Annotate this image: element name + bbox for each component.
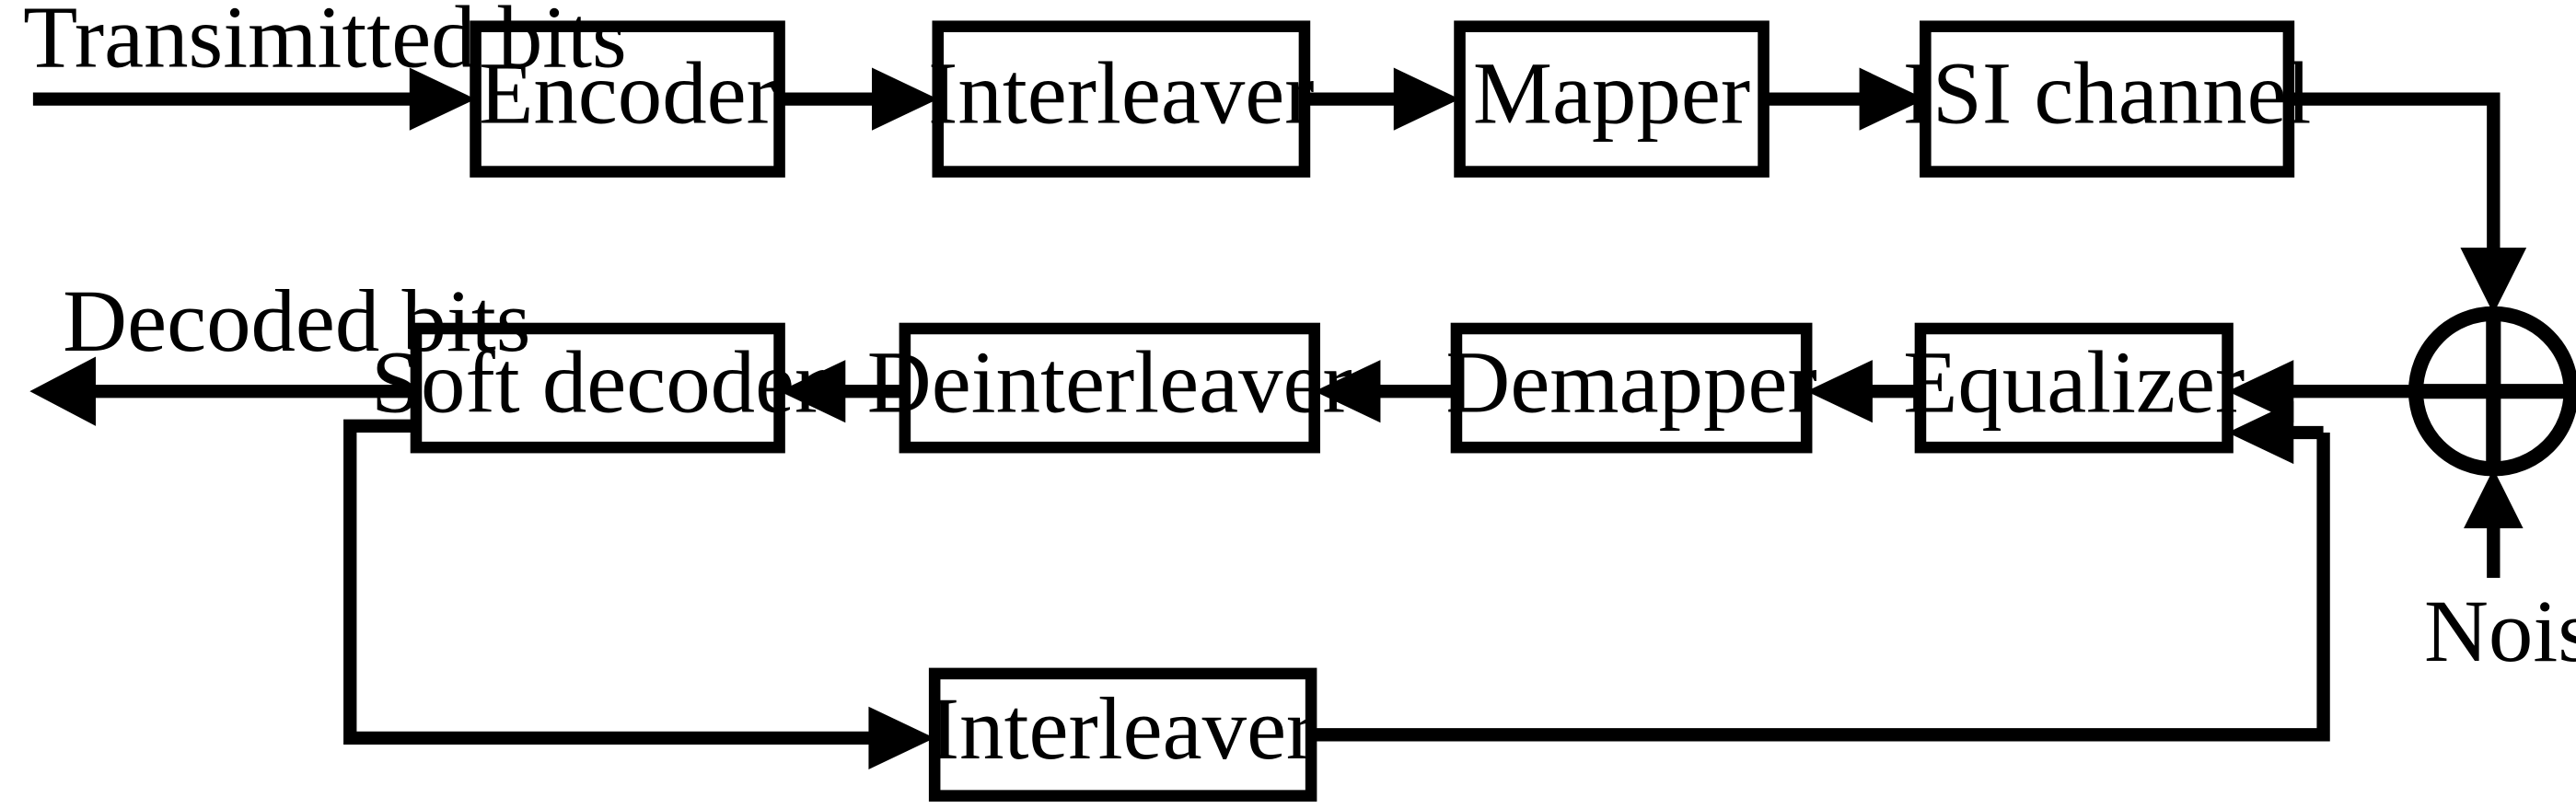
block-interleaver-tx[interactable]: Interleaver bbox=[928, 20, 1315, 178]
block-demapper-rect[interactable] bbox=[1450, 322, 1813, 454]
wire-demapper-to-deinterleaver bbox=[1314, 360, 1456, 423]
block-deinterleaver-label: Deinterleaver bbox=[867, 332, 1352, 431]
block-encoder[interactable]: Encoder bbox=[470, 20, 785, 178]
block-soft-decoder-label: Soft decoder bbox=[371, 332, 824, 431]
block-demapper-label: Demapper bbox=[1445, 332, 1816, 431]
block-interleaver-tx-rect[interactable] bbox=[932, 20, 1311, 178]
arrowhead-icon bbox=[872, 67, 938, 131]
block-deinterleaver[interactable]: Deinterleaver bbox=[867, 322, 1352, 454]
wire-isi-channel-to-summing-node bbox=[2288, 92, 2527, 314]
wire-equalizer-to-demapper bbox=[1806, 360, 1920, 423]
decoded-bits-label: Decoded bits bbox=[63, 272, 530, 370]
transmitted-bits-label: Transimitted bits bbox=[23, 0, 627, 86]
wire-encoder-to-interleaver bbox=[779, 67, 938, 131]
arrowhead-icon bbox=[868, 706, 935, 769]
wire-noise-to-summing-node bbox=[2464, 468, 2524, 578]
block-mapper-rect[interactable] bbox=[1454, 20, 1770, 178]
wire-feedback-interleaver-to-equalizer bbox=[1311, 400, 2330, 742]
block-interleaver-feedback-rect[interactable] bbox=[928, 667, 1317, 802]
arrowhead-icon bbox=[1314, 360, 1381, 423]
block-demapper[interactable]: Demapper bbox=[1445, 322, 1817, 454]
wire-mapper-to-isi-channel bbox=[1763, 67, 1926, 131]
arrowhead-icon bbox=[2227, 400, 2294, 465]
noise-label: Noise bbox=[2424, 582, 2576, 680]
block-isi-channel[interactable]: ISI channel bbox=[1903, 20, 2312, 178]
block-isi-channel-rect[interactable] bbox=[1920, 20, 2295, 178]
arrowhead-icon bbox=[29, 356, 97, 426]
wire-input-to-encoder bbox=[32, 67, 476, 131]
arrowhead-icon bbox=[409, 67, 476, 131]
block-encoder-rect[interactable] bbox=[470, 20, 785, 178]
block-equalizer-label: Equalizer bbox=[1903, 332, 2245, 431]
block-mapper-label: Mapper bbox=[1473, 43, 1750, 142]
block-interleaver-tx-label: Interleaver bbox=[928, 43, 1314, 142]
arrowhead-icon bbox=[1859, 67, 1926, 131]
block-encoder-label: Encoder bbox=[479, 43, 776, 142]
wire-soft-decoder-to-feedback-interleaver bbox=[343, 419, 935, 769]
arrowhead-icon bbox=[2460, 248, 2527, 314]
block-mapper[interactable]: Mapper bbox=[1454, 20, 1770, 178]
arrowhead-icon bbox=[2227, 360, 2294, 423]
wire-soft-decoder-to-output bbox=[29, 356, 416, 426]
block-equalizer-rect[interactable] bbox=[1914, 322, 2234, 454]
block-deinterleaver-rect[interactable] bbox=[899, 322, 1320, 454]
block-interleaver-feedback-label: Interleaver bbox=[930, 679, 1316, 778]
wire-summing-node-to-equalizer bbox=[2227, 360, 2417, 423]
block-equalizer[interactable]: Equalizer bbox=[1903, 322, 2245, 454]
block-interleaver-feedback[interactable]: Interleaver bbox=[928, 667, 1317, 802]
block-soft-decoder-rect[interactable] bbox=[410, 322, 785, 454]
arrowhead-icon bbox=[779, 360, 846, 423]
wire-deinterleaver-to-soft-decoder bbox=[779, 360, 905, 423]
block-isi-channel-label: ISI channel bbox=[1903, 43, 2312, 142]
arrowhead-icon bbox=[1806, 360, 1873, 423]
wire-interleaver-to-mapper bbox=[1304, 67, 1460, 131]
arrowhead-icon bbox=[1393, 67, 1460, 131]
arrowhead-icon bbox=[2464, 468, 2524, 529]
summation-node bbox=[2408, 306, 2576, 477]
block-soft-decoder[interactable]: Soft decoder bbox=[371, 322, 824, 454]
